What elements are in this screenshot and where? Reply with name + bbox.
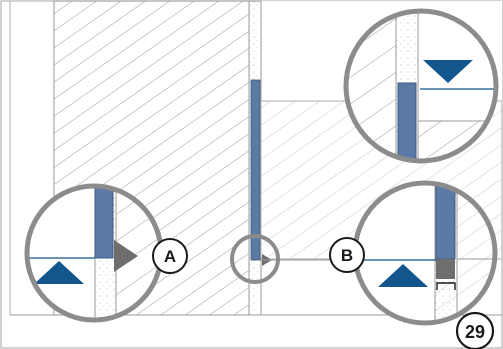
membrane-strip xyxy=(250,79,261,261)
magnifier-b xyxy=(352,180,498,326)
joint-detail-circle xyxy=(230,234,280,284)
page-number: 29 xyxy=(465,322,485,342)
page-number-badge: 29 xyxy=(455,311,495,349)
callout-a-label: A xyxy=(164,247,176,266)
callout-b: B xyxy=(329,237,365,273)
magnifier-top-right-ring xyxy=(343,8,499,164)
callout-b-label: B xyxy=(341,246,353,265)
callout-a: A xyxy=(152,238,188,274)
level-marker-b-icon xyxy=(378,264,428,287)
magnifier-top-right xyxy=(343,8,499,164)
level-marker-icon xyxy=(34,261,84,284)
level-marker-down-icon xyxy=(423,60,473,83)
